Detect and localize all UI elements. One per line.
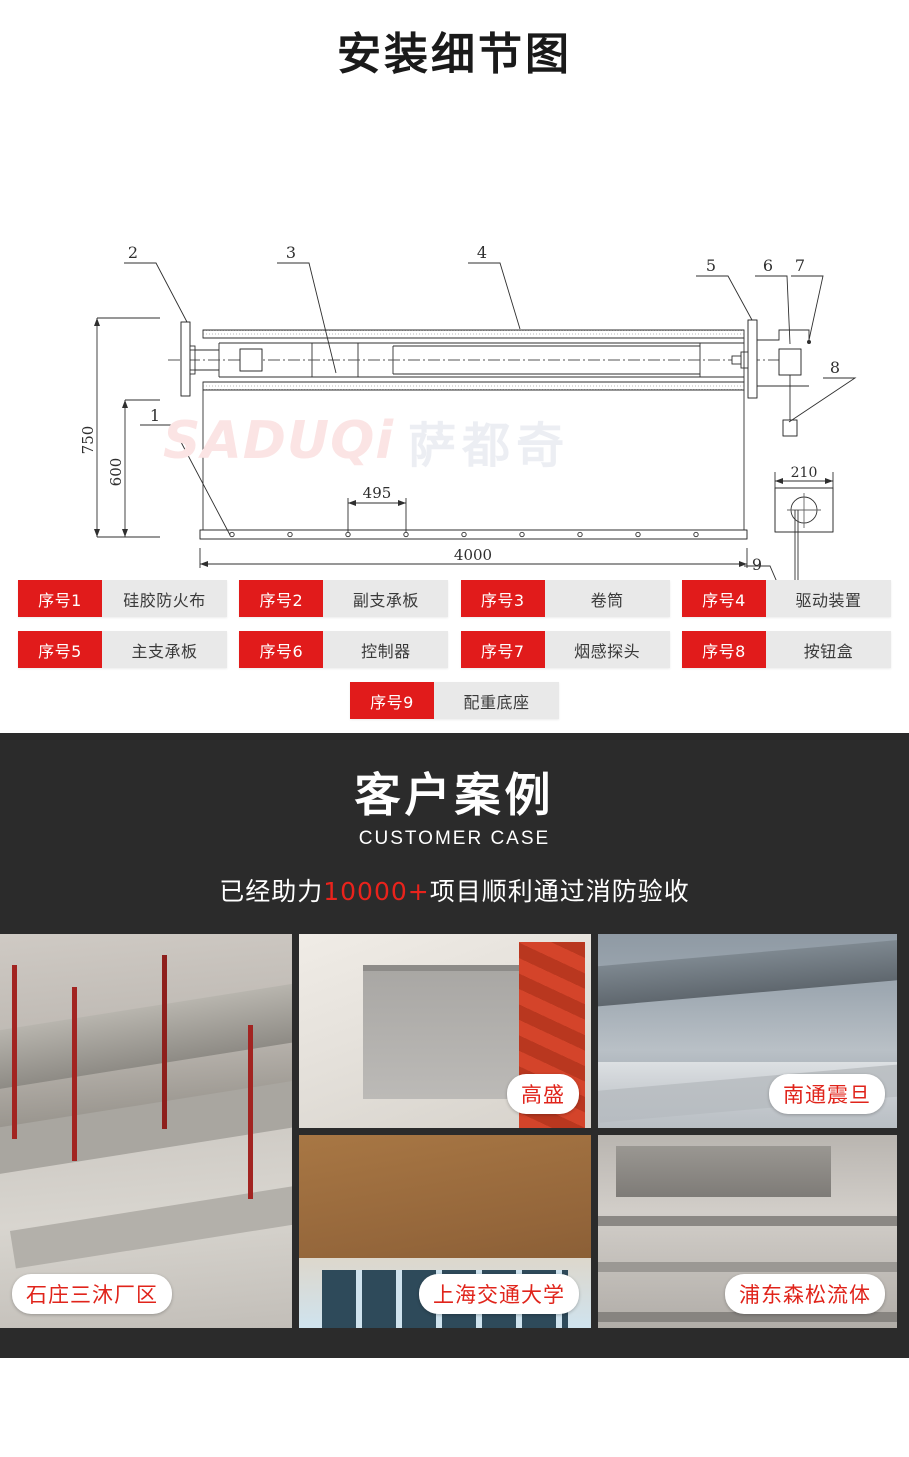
callout-2: 2 bbox=[128, 243, 138, 262]
dim-base-width: 210 bbox=[791, 465, 818, 481]
legend-number: 序号4 bbox=[681, 580, 766, 617]
callout-8: 8 bbox=[830, 358, 840, 377]
tagline-highlight: 10000+ bbox=[323, 876, 430, 906]
legend-label: 主支承板 bbox=[102, 631, 227, 668]
callout-9: 9 bbox=[752, 555, 762, 574]
legend-item[interactable]: 序号6 控制器 bbox=[239, 631, 449, 668]
legend-label: 烟感探头 bbox=[544, 631, 670, 668]
legend-number: 序号6 bbox=[239, 631, 324, 668]
legend-number: 序号1 bbox=[18, 580, 102, 617]
case-photo[interactable]: 浦东森松流体 bbox=[598, 1134, 897, 1328]
legend-label: 卷筒 bbox=[544, 580, 670, 617]
case-photo[interactable]: 南通震旦 bbox=[598, 933, 897, 1128]
legend-item[interactable]: 序号1 硅胶防火布 bbox=[18, 580, 227, 617]
legend-item[interactable]: 序号2 副支承板 bbox=[239, 580, 449, 617]
case-photo[interactable]: 上海交通大学 bbox=[299, 1134, 591, 1328]
component-legend: 序号1 硅胶防火布 序号2 副支承板 序号3 卷筒 序号4 驱动装置 序号5 主… bbox=[0, 580, 909, 719]
legend-number: 序号8 bbox=[681, 631, 766, 668]
drawing-svg: 750 600 bbox=[79, 243, 857, 580]
photo-caption: 南通震旦 bbox=[769, 1073, 885, 1114]
case-photo[interactable]: 高盛 bbox=[299, 933, 591, 1128]
legend-item[interactable]: 序号3 卷筒 bbox=[460, 580, 670, 617]
legend-label: 驱动装置 bbox=[765, 580, 891, 617]
photo-image bbox=[299, 933, 591, 1128]
photo-caption: 上海交通大学 bbox=[419, 1273, 579, 1314]
photo-column-middle: 高盛 上海交通大学 bbox=[299, 933, 591, 1328]
photo-caption: 石庄三沐厂区 bbox=[12, 1273, 172, 1314]
legend-row-1: 序号1 硅胶防火布 序号2 副支承板 序号3 卷筒 序号4 驱动装置 bbox=[18, 580, 891, 617]
legend-number: 序号5 bbox=[18, 631, 102, 668]
photo-image bbox=[0, 933, 292, 1328]
photo-caption: 高盛 bbox=[507, 1073, 579, 1114]
case-photo-grid: 石庄三沐厂区 高盛 上海交通大学 南通震旦 bbox=[0, 933, 909, 1328]
legend-number: 序号3 bbox=[460, 580, 545, 617]
legend-item[interactable]: 序号9 配重底座 bbox=[350, 682, 559, 719]
tagline-prefix: 已经助力 bbox=[219, 876, 324, 906]
legend-number: 序号7 bbox=[460, 631, 545, 668]
customer-cases-section: 客户案例 CUSTOMER CASE 已经助力10000+项目顺利通过消防验收 … bbox=[0, 733, 909, 1358]
legend-label: 按钮盒 bbox=[765, 631, 891, 668]
legend-item[interactable]: 序号5 主支承板 bbox=[18, 631, 227, 668]
cases-title: 客户案例 bbox=[354, 768, 555, 822]
legend-item[interactable]: 序号4 驱动装置 bbox=[681, 580, 891, 617]
legend-row-3: 序号9 配重底座 bbox=[18, 682, 891, 719]
legend-label: 副支承板 bbox=[323, 580, 449, 617]
dim-overall-height: 750 bbox=[79, 426, 97, 455]
photo-caption: 浦东森松流体 bbox=[725, 1273, 885, 1314]
tagline-suffix: 项目顺利通过消防验收 bbox=[429, 876, 690, 906]
photo-column-right: 南通震旦 浦东森松流体 bbox=[598, 933, 897, 1328]
dim-bracket-spacing: 495 bbox=[363, 484, 392, 502]
legend-item[interactable]: 序号8 按钮盒 bbox=[681, 631, 891, 668]
cases-tagline: 已经助力10000+项目顺利通过消防验收 bbox=[0, 872, 909, 908]
legend-number: 序号2 bbox=[239, 580, 324, 617]
callout-7: 7 bbox=[795, 256, 805, 275]
cases-subtitle: CUSTOMER CASE bbox=[358, 827, 551, 849]
callout-5: 5 bbox=[706, 256, 716, 275]
callout-1: 1 bbox=[150, 406, 160, 425]
dim-curtain-height: 600 bbox=[107, 458, 125, 487]
legend-label: 控制器 bbox=[323, 631, 449, 668]
callout-6: 6 bbox=[763, 256, 773, 275]
legend-row-2: 序号5 主支承板 序号6 控制器 序号7 烟感探头 序号8 按钮盒 bbox=[18, 631, 891, 668]
installation-drawing: SADUQi 萨都奇 750 600 bbox=[0, 100, 909, 580]
dim-overall-length: 4000 bbox=[454, 546, 492, 564]
case-photo[interactable]: 石庄三沐厂区 bbox=[0, 933, 292, 1328]
callout-4: 4 bbox=[477, 243, 487, 262]
legend-number: 序号9 bbox=[350, 682, 434, 719]
photo-column-left: 石庄三沐厂区 bbox=[0, 933, 292, 1328]
page-title: 安装细节图 bbox=[337, 29, 572, 80]
page-header: 安装细节图 bbox=[0, 0, 909, 100]
callout-3: 3 bbox=[286, 243, 296, 262]
legend-item[interactable]: 序号7 烟感探头 bbox=[460, 631, 670, 668]
legend-label: 配重底座 bbox=[434, 682, 559, 719]
legend-label: 硅胶防火布 bbox=[102, 580, 227, 617]
